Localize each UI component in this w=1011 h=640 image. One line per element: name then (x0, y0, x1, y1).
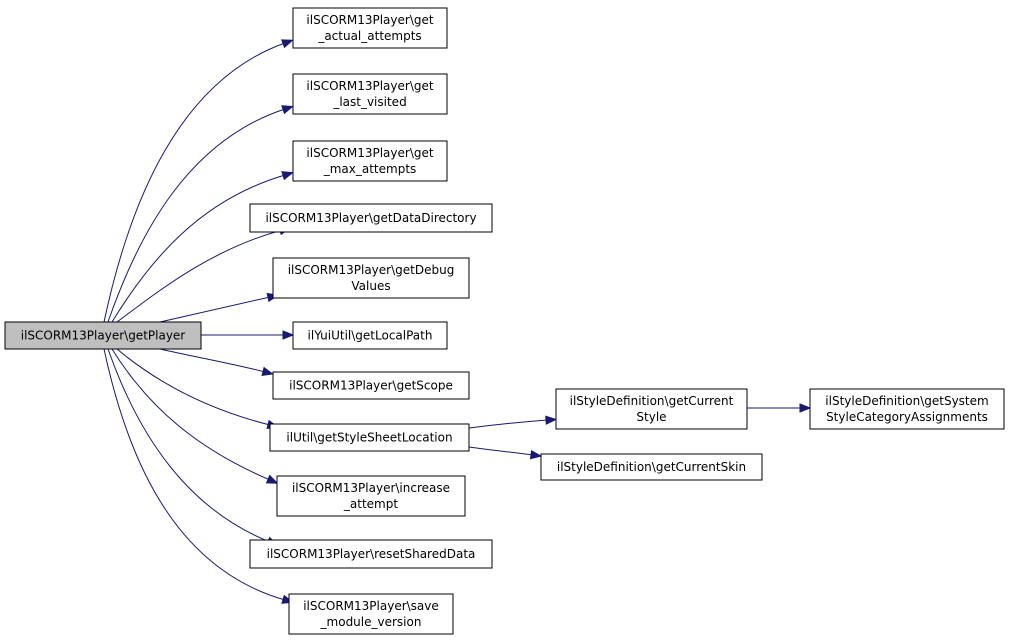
node-label-line: ilSCORM13Player\increase (292, 481, 450, 495)
node-get_max_attempts[interactable]: ilSCORM13Player\get _max_attempts (292, 140, 448, 182)
node-label-line: ilSCORM13Player\getScope (289, 379, 453, 393)
edge-line (159, 296, 271, 323)
node-get_last_visited[interactable]: ilSCORM13Player\get _last_visited (292, 73, 448, 115)
edge-arrowhead (261, 366, 275, 376)
node-box (288, 593, 454, 635)
node-box (249, 539, 493, 569)
edge-arrowhead (281, 171, 294, 181)
edge-line (116, 229, 283, 323)
edge-line (111, 174, 286, 323)
edge-getStyleSheetLocation-to-getCurrentSkin (468, 446, 543, 460)
node-getDataDirectory[interactable]: ilSCORM13Player\getDataDirectory (249, 203, 493, 233)
node-label-line: _max_attempts (323, 162, 417, 176)
edge-getPlayer-to-getDebugValues (159, 292, 280, 323)
edge-arrowhead (282, 330, 295, 340)
edge-line (107, 108, 286, 323)
node-getLocalPath[interactable]: ilYuiUtil\getLocalPath (292, 321, 448, 350)
node-box (272, 257, 470, 299)
node-label-line: _actual_attempts (317, 29, 421, 43)
edge-getPlayer-to-increase_attempt (111, 348, 279, 484)
node-box (292, 321, 448, 350)
edge-line (111, 348, 271, 481)
node-label-line: ilSCORM13Player\save (303, 599, 439, 613)
edge-line (159, 348, 266, 373)
edge-line (103, 348, 286, 601)
node-label-line: _module_version (320, 615, 422, 629)
edge-arrowhead (799, 403, 812, 413)
edge-getPlayer-to-getScope (159, 348, 275, 376)
node-label-line: ilSCORM13Player\getPlayer (21, 329, 186, 343)
edge-arrowhead (545, 415, 558, 425)
node-getStyleSheetLocation[interactable]: ilUtil\getStyleSheetLocation (269, 423, 470, 452)
edge-getPlayer-to-get_last_visited (107, 105, 294, 323)
node-getSystemStyleCategoryAssignments[interactable]: ilStyleDefinition\getSystemStyleCategory… (809, 388, 1005, 430)
node-label-line: ilSCORM13Player\get (306, 13, 433, 27)
edge-line (116, 348, 271, 426)
node-increase_attempt[interactable]: ilSCORM13Player\increase _attempt (276, 475, 466, 517)
node-label-line: _last_visited (332, 95, 406, 109)
edge-getCurrentStyle-to-getSystemStyleCategoryAssignments (747, 403, 812, 413)
node-getPlayer[interactable]: ilSCORM13Player\getPlayer (4, 321, 202, 350)
node-resetSharedData[interactable]: ilSCORM13Player\resetSharedData (249, 539, 493, 569)
node-box (292, 140, 448, 182)
node-get_actual_attempts[interactable]: ilSCORM13Player\get _actual_attempts (292, 7, 448, 49)
node-label-line: ilStyleDefinition\getCurrent (570, 394, 734, 408)
edge-arrowhead (265, 474, 279, 484)
edge-line (468, 419, 549, 429)
edge-arrowhead (281, 39, 294, 49)
node-label-line: ilStyleDefinition\getCurrentSkin (557, 460, 746, 474)
node-label-line: ilUtil\getStyleSheetLocation (286, 431, 452, 445)
node-label-line: ilSCORM13Player\resetSharedData (267, 547, 476, 561)
node-getScope[interactable]: ilSCORM13Player\getScope (272, 371, 470, 400)
edges-layer (103, 39, 812, 604)
node-save_module_version[interactable]: ilSCORM13Player\save _module_version (288, 593, 454, 635)
node-box (555, 388, 748, 430)
node-box (809, 388, 1005, 430)
nodes-layer: ilSCORM13Player\getPlayer ilSCORM13Player… (4, 7, 1005, 635)
edge-getPlayer-to-get_actual_attempts (103, 39, 294, 323)
edge-arrowhead (281, 105, 294, 115)
edge-line (103, 42, 286, 323)
edge-arrowhead (529, 449, 543, 460)
node-box (272, 371, 470, 400)
node-label-line: StyleCategoryAssignments (826, 410, 988, 424)
node-label-line: ilStyleDefinition\getSystem (825, 394, 988, 408)
node-label-line: ilYuiUtil\getLocalPath (308, 329, 433, 343)
node-box (249, 203, 493, 233)
node-box (276, 475, 466, 517)
node-label-line: ilSCORM13Player\getDebug (288, 263, 455, 277)
edge-line (107, 348, 271, 543)
node-box (292, 7, 448, 49)
node-box (269, 423, 470, 452)
node-box (4, 321, 202, 350)
edge-line (468, 446, 534, 456)
node-label-line: ilSCORM13Player\getDataDirectory (265, 211, 476, 225)
node-box (540, 453, 763, 481)
node-label-line: ilSCORM13Player\get (306, 79, 433, 93)
node-label-line: _attempt (343, 497, 398, 511)
node-label-line: Style (636, 410, 666, 424)
edge-getStyleSheetLocation-to-getCurrentStyle (468, 415, 558, 429)
node-label-line: ilSCORM13Player\get (306, 146, 433, 160)
node-getCurrentSkin[interactable]: ilStyleDefinition\getCurrentSkin (540, 453, 763, 481)
node-label-line: Values (351, 279, 390, 293)
node-box (292, 73, 448, 115)
edge-getPlayer-to-getLocalPath (201, 330, 295, 340)
edge-getPlayer-to-get_max_attempts (111, 171, 294, 323)
